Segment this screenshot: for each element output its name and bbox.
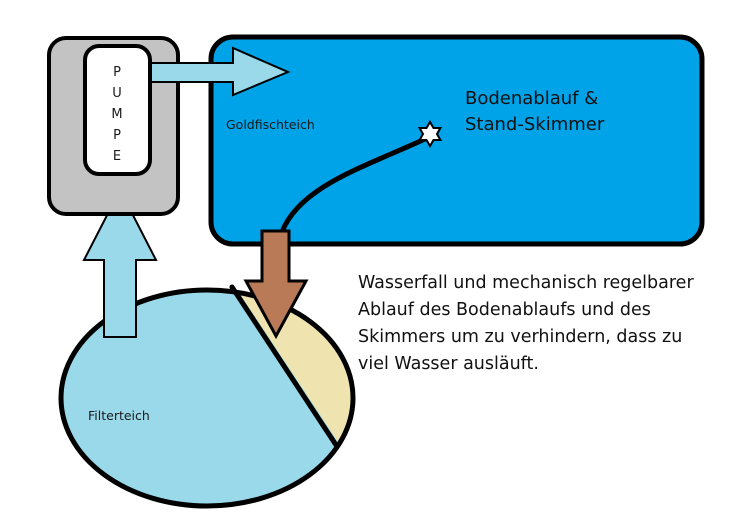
waterfall-edge-line [229, 284, 339, 448]
pump-letter-1: P [113, 65, 121, 80]
pump-letter-4: P [113, 128, 121, 143]
description: Wasserfall und mechanisch regelbarer Abl… [358, 273, 694, 374]
pump-housing: P U M P E [47, 36, 180, 216]
pump-letter-5: E [113, 149, 121, 164]
description-line-1: Wasserfall und mechanisch regelbarer [358, 273, 694, 293]
star-icon [417, 120, 443, 148]
filter-pond-outline [58, 287, 356, 509]
pump-letter-3: M [111, 107, 122, 122]
description-line-2: Ablauf des Bodenablaufs und des [358, 300, 651, 320]
flow-arrow-up [82, 187, 158, 338]
pump-body [83, 44, 152, 176]
goldfish-pond-title-line-2: Stand-Skimmer [465, 114, 605, 135]
goldfish-pond-title-line-1: Bodenablauf & [465, 88, 598, 109]
description-line-3: Skimmers um zu verhindern, dass zu [358, 327, 682, 347]
outlet-arrow-down [243, 229, 309, 340]
goldfish-pond-label: Goldfischteich [226, 117, 315, 132]
skimmer-pipe [279, 135, 430, 235]
description-line-4: viel Wasser ausläuft. [358, 354, 539, 374]
filter-pond-label: Filterteich [88, 408, 150, 423]
goldfish-pond: Goldfischteich Bodenablauf & Stand-Skimm… [208, 34, 705, 247]
flow-arrow-right [150, 46, 291, 97]
pump-letter-2: U [112, 86, 122, 101]
